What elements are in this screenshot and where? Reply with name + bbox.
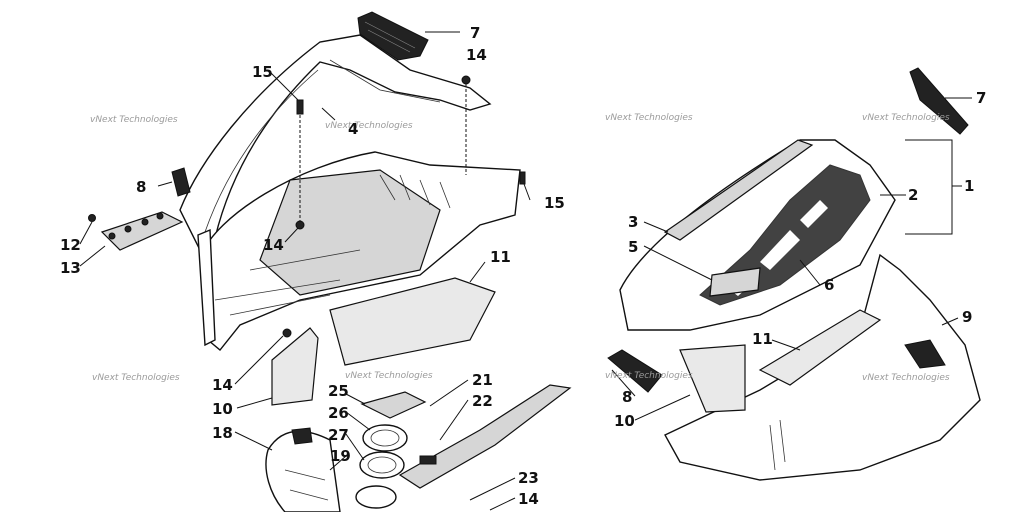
- callout-number: 12: [60, 236, 81, 254]
- part-5: [709, 267, 761, 297]
- callout-number: 14: [263, 236, 284, 254]
- watermark: vNext Technologies: [345, 371, 433, 381]
- watermark: vNext Technologies: [862, 113, 950, 123]
- callout-number: 3: [628, 213, 638, 231]
- callout-number: 22: [472, 392, 493, 410]
- ring-27: [359, 451, 405, 479]
- screw-15-right: [519, 171, 526, 185]
- watermark: vNext Technologies: [605, 113, 693, 123]
- callout-number: 8: [622, 388, 632, 406]
- callout-number: 14: [518, 490, 539, 508]
- upper-hood-frame: [179, 34, 492, 252]
- foam-pad-10-right: [679, 344, 746, 413]
- nut-14-top: [461, 75, 471, 85]
- watermark-layer: vNext Technologies vNext Technologies vN…: [90, 113, 950, 383]
- callout-number: 7: [976, 89, 986, 107]
- screw-12: [88, 214, 96, 222]
- callout-number: 10: [212, 400, 233, 418]
- watermark: vNext Technologies: [862, 373, 950, 383]
- foam-pad-10: [271, 327, 319, 406]
- part-25: [360, 391, 427, 419]
- callouts-right: 7 1 2 3 5 6 9 11 8 10: [614, 89, 986, 430]
- callout-number: 6: [824, 276, 834, 294]
- watermark: vNext Technologies: [325, 121, 413, 131]
- vent-grill-top: [357, 11, 429, 61]
- ring-26: [362, 424, 408, 452]
- callout-number: 11: [752, 330, 773, 348]
- callout-number: 13: [60, 259, 81, 277]
- callout-number: 26: [328, 404, 349, 422]
- callout-number: 7: [470, 24, 480, 42]
- callout-number: 8: [136, 178, 146, 196]
- callout-number: 23: [518, 469, 539, 487]
- watermark: vNext Technologies: [90, 115, 178, 125]
- callout-number: 4: [348, 120, 358, 138]
- callout-number: 19: [330, 447, 351, 465]
- callouts-left: 7 14 15 4 8 15 12 13 14 11 14 10 18 25 2…: [60, 24, 565, 508]
- callout-number: 21: [472, 371, 493, 389]
- nut-14-mid: [295, 220, 305, 230]
- callout-number: 2: [908, 186, 918, 204]
- callout-number: 15: [252, 63, 273, 81]
- bracket-plate-13: [100, 211, 184, 251]
- callout-number: 10: [614, 412, 635, 430]
- callout-number: 14: [466, 46, 487, 64]
- bracket-8: [171, 167, 191, 197]
- callout-number: 18: [212, 424, 233, 442]
- panel-3: [663, 139, 814, 241]
- left-exploded-assembly: [79, 11, 572, 513]
- side-panel-left: [197, 228, 216, 347]
- callout-number: 14: [212, 376, 233, 394]
- right-exploded-assembly: [607, 67, 981, 481]
- callout-number: 25: [328, 382, 349, 400]
- foam-pad-11: [329, 277, 496, 366]
- callout-number: 27: [328, 426, 349, 444]
- callout-number: 9: [962, 308, 972, 326]
- callout-number: 5: [628, 238, 638, 256]
- callout-number: 1: [964, 177, 974, 195]
- trim-21: [398, 384, 572, 489]
- foam-pad-11-right: [758, 309, 882, 386]
- callout-number: 11: [490, 248, 511, 266]
- nut-14-low: [282, 328, 292, 338]
- watermark: vNext Technologies: [92, 373, 180, 383]
- watermark: vNext Technologies: [605, 371, 693, 381]
- vent-grill-right: [909, 67, 969, 135]
- grill-8-right: [607, 349, 663, 393]
- callout-number: 15: [544, 194, 565, 212]
